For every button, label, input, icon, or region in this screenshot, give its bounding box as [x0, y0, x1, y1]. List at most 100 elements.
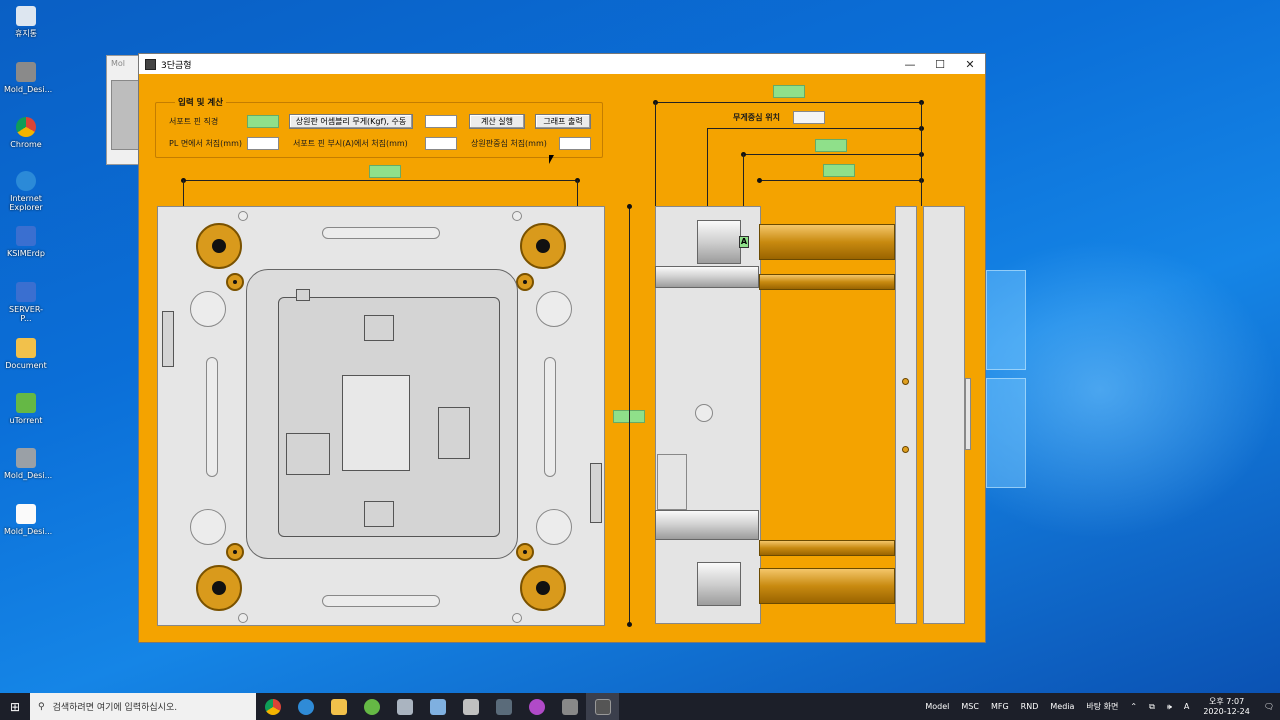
taskbar-app-calculator[interactable] [487, 693, 520, 720]
cad-app-icon [396, 698, 413, 715]
locating-ring [965, 378, 971, 450]
desktop-icon-server[interactable]: SERVER-P... [4, 282, 48, 323]
dimension-extension [921, 102, 922, 206]
support-pin-diameter-label: 서포트 핀 직경 [169, 117, 219, 126]
support-pin-deflection-output [425, 137, 457, 150]
graph-output-button[interactable]: 그래프 출력 [535, 114, 591, 129]
desktop-icon-mold-design-2[interactable]: Mold_Desi... [4, 448, 52, 480]
dimension-extension [707, 128, 708, 206]
desktop-icon-mold-design-file[interactable]: Mold_Desi... [4, 504, 52, 536]
close-button[interactable]: ✕ [965, 57, 975, 71]
toolbar-media[interactable]: Media [1050, 702, 1075, 711]
guide-cylinder-top [697, 220, 741, 264]
screw-hole [238, 613, 248, 623]
mold-calc-window[interactable]: 3단금형 — ☐ ✕ 입력 및 계산 서포트 핀 직경 상원판 어셈블리 무게(… [138, 53, 986, 643]
dimension-line [655, 102, 921, 103]
notification-icon[interactable]: 🗨 [1263, 702, 1274, 711]
minimize-button[interactable]: — [904, 57, 916, 71]
toolbar-rnd[interactable]: RND [1020, 702, 1039, 711]
plate-slot-bottom [322, 595, 440, 607]
part-feature [364, 501, 394, 527]
plate-section [655, 266, 759, 288]
support-pin-diameter-input[interactable] [247, 115, 279, 128]
clock-time: 오후 7:07 [1208, 696, 1245, 706]
plate-hole [536, 509, 572, 545]
folder-icon [16, 338, 36, 358]
plate-slot-top [322, 227, 440, 239]
desktop-icon-chrome[interactable]: Chrome [4, 117, 48, 149]
taskbar-app-cad2[interactable] [421, 693, 454, 720]
desktop-icon-utorrent[interactable]: uTorrent [4, 393, 48, 425]
input-calc-group-title: 입력 및 계산 [175, 96, 227, 108]
background-window-title: Mol [111, 59, 126, 68]
pl-deflection-label: PL 면에서 처짐(mm) [169, 139, 242, 148]
taskbar-app-chrome[interactable] [256, 693, 289, 720]
pin-marker [902, 378, 909, 385]
toolbar-msc[interactable]: MSC [961, 702, 979, 711]
support-rod-top-thin [759, 274, 895, 290]
support-pin-bush [226, 273, 244, 291]
guide-bush-bottom-right [520, 565, 566, 611]
title-bar[interactable]: 3단금형 — ☐ ✕ [139, 54, 985, 74]
plate-tab-left [162, 311, 174, 367]
upper-plate-weight-button[interactable]: 상원판 어셈블리 무게(Kgf), 수동 [289, 114, 413, 129]
rdp-icon [16, 226, 36, 246]
support-pin-bush [226, 543, 244, 561]
ie-icon [16, 171, 36, 191]
upper-plate-weight-input[interactable] [425, 115, 457, 128]
desktop-icon-mold-design[interactable]: Mold_Desi... [4, 62, 52, 94]
calculator-icon [495, 698, 512, 715]
clamp-plate [923, 206, 965, 624]
messenger-icon [528, 698, 545, 715]
mold-app-icon [561, 698, 578, 715]
start-button[interactable]: ⊞ [0, 693, 30, 720]
mouse-cursor-icon [549, 155, 554, 164]
cad-app-icon [462, 698, 479, 715]
toolbar-model[interactable]: Model [925, 702, 950, 711]
screw-hole [238, 211, 248, 221]
taskbar-clock[interactable]: 오후 7:07 2020-12-24 [1195, 697, 1258, 717]
dimension-extension [655, 102, 656, 206]
dimension-line [183, 180, 577, 181]
toolbar-mfg[interactable]: MFG [990, 702, 1009, 711]
taskbar-app-cad1[interactable] [388, 693, 421, 720]
input-calc-group [155, 102, 603, 158]
desktop-icon-ksimerdp[interactable]: KSIMErdp [4, 226, 48, 258]
taskbar: ⊞ ⚲ 검색하려면 여기에 입력하십시오. Model MSC MFG RND … [0, 693, 1280, 720]
window-title: 3단금형 [161, 60, 192, 71]
dimension-box-d [823, 164, 855, 177]
desktop-icon-document[interactable]: Document [4, 338, 48, 370]
plate-hole [190, 291, 226, 327]
plate-hole [190, 509, 226, 545]
taskbar-app-edge[interactable] [289, 693, 322, 720]
taskbar-app-3stage-mold-active[interactable] [586, 693, 619, 720]
network-icon[interactable]: ⧉ [1149, 701, 1155, 711]
desktop-icon-internet-explorer[interactable]: Internet Explorer [4, 171, 48, 212]
calculate-button[interactable]: 계산 실행 [469, 114, 525, 129]
taskbar-search-box[interactable]: ⚲ 검색하려면 여기에 입력하십시오. [30, 693, 256, 720]
dimension-line [707, 128, 921, 129]
part-window-region [342, 375, 410, 471]
dimension-line-vertical [629, 206, 630, 624]
edge-icon [297, 698, 314, 715]
toolbar-desktop[interactable]: 바탕 화면 [1086, 702, 1119, 711]
taskbar-app-cad3[interactable] [454, 693, 487, 720]
maximize-button[interactable]: ☐ [935, 57, 945, 71]
volume-icon[interactable]: 🕪 [1166, 701, 1172, 711]
taskbar-app-messenger[interactable] [520, 693, 553, 720]
guide-bush-bottom-left [196, 565, 242, 611]
dimension-endpoint [757, 178, 762, 183]
desktop-icon-recycle-bin[interactable]: 휴지통 [4, 6, 48, 38]
support-pin-marker-a: A [739, 236, 749, 248]
screw-hole [512, 211, 522, 221]
ime-indicator[interactable]: A [1183, 702, 1190, 711]
support-pin-bush [516, 273, 534, 291]
utorrent-icon [16, 393, 36, 413]
taskbar-app-mold[interactable] [553, 693, 586, 720]
plate-detail [657, 454, 687, 510]
search-icon: ⚲ [38, 701, 45, 712]
taskbar-app-explorer[interactable] [322, 693, 355, 720]
support-rod-bottom-thin [759, 540, 895, 556]
tray-overflow-icon[interactable]: ⌃ [1130, 702, 1138, 711]
taskbar-app-utorrent[interactable] [355, 693, 388, 720]
